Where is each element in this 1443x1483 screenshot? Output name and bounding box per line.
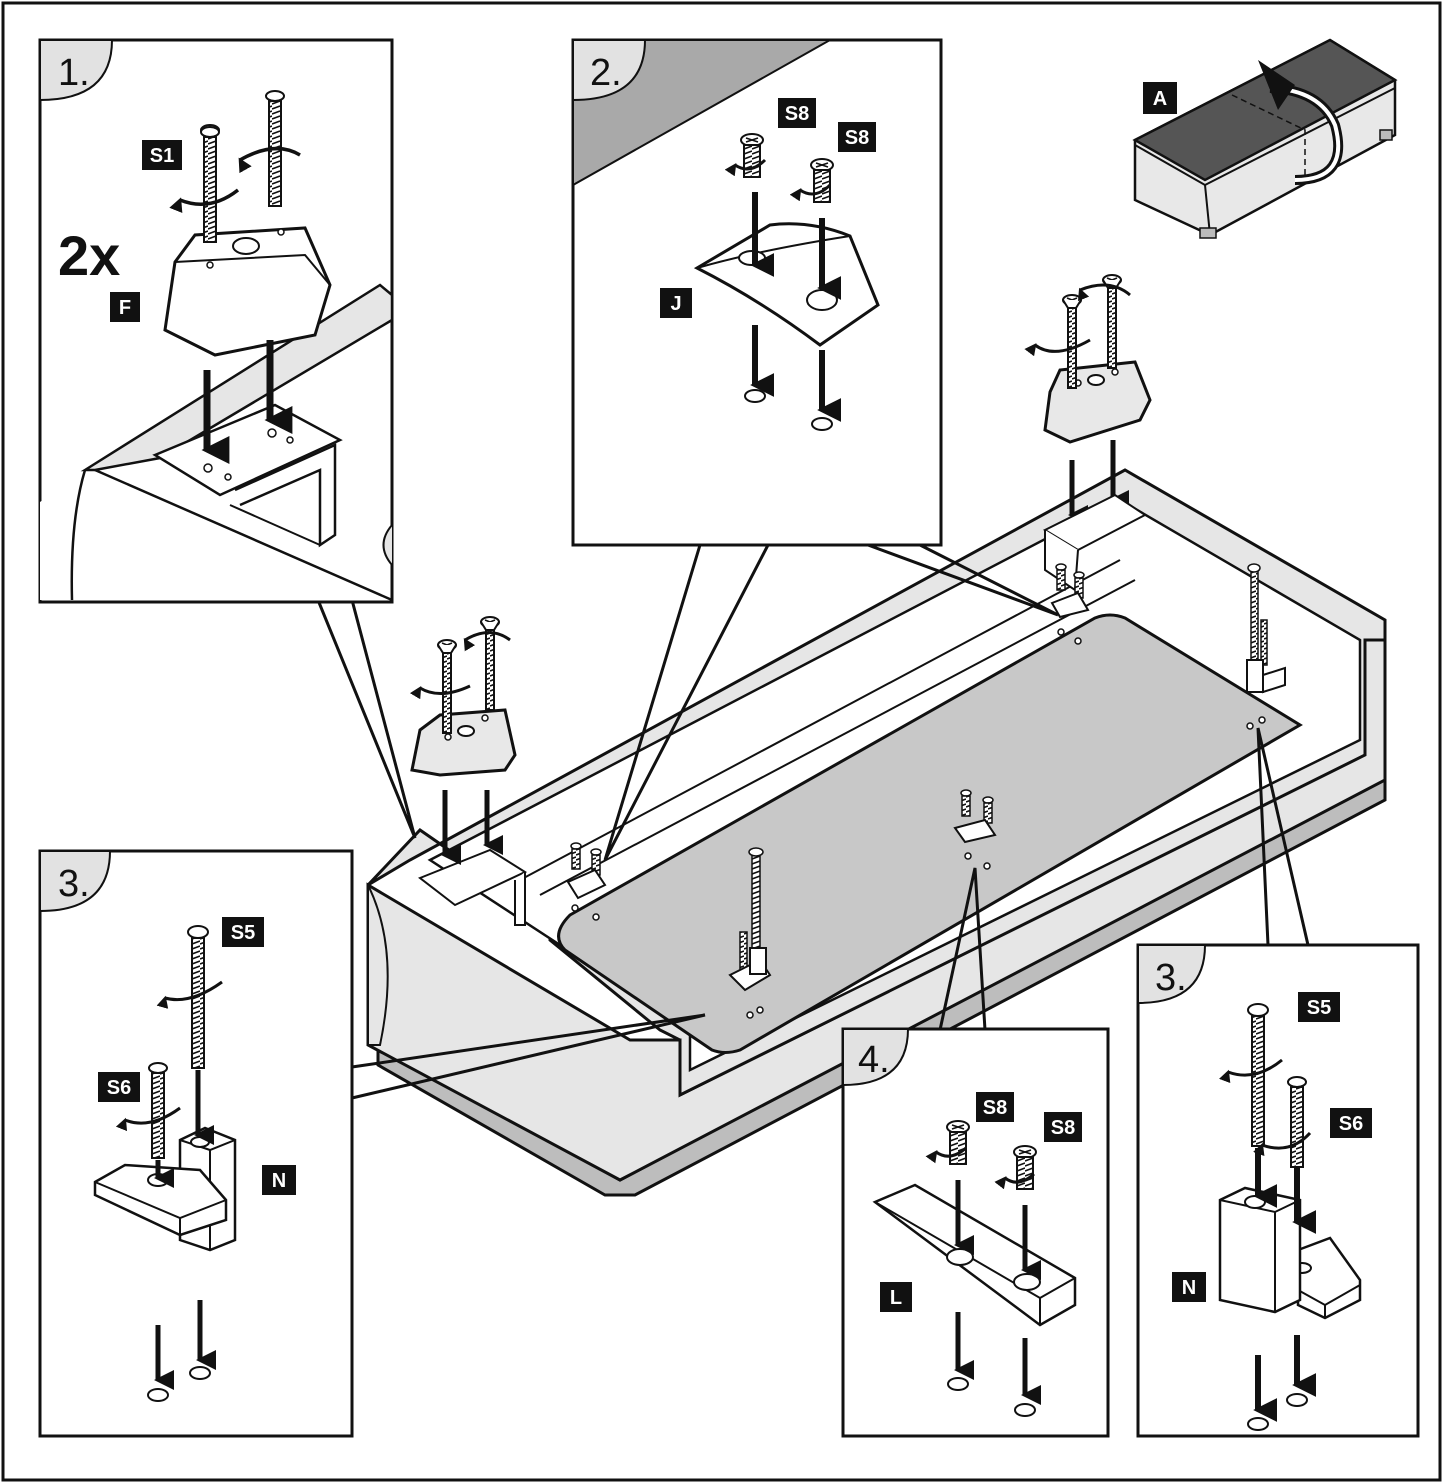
- item-a-flip-illustration: A: [1132, 38, 1398, 239]
- quantity-label: 2x: [58, 224, 120, 287]
- svg-text:A: A: [1153, 88, 1167, 110]
- svg-text:N: N: [272, 1170, 286, 1192]
- base-frame: [366, 468, 1387, 1197]
- part-label-l: [880, 1282, 912, 1312]
- step-2-number: 2.: [590, 52, 622, 94]
- part-label-a: [1143, 82, 1177, 114]
- callout-lines: [316, 543, 1310, 1100]
- svg-text:S5: S5: [1307, 997, 1331, 1019]
- svg-text:S5: S5: [231, 922, 255, 944]
- panel-step-4: 4. S8 S8 L: [841, 1027, 1110, 1438]
- part-label-n-left: [262, 1165, 296, 1195]
- svg-text:S8: S8: [845, 127, 869, 149]
- panel-step-1: 1. 2x S1 F: [38, 38, 394, 604]
- svg-text:S8: S8: [785, 103, 809, 125]
- part-label-f: [110, 292, 140, 322]
- panel-step-3-right: 3. S5 S6 N: [1136, 943, 1420, 1438]
- part-label-s8-d: [1044, 1112, 1082, 1142]
- svg-text:F: F: [119, 297, 131, 319]
- part-label-s6-right: [1330, 1108, 1372, 1138]
- foot-block-left: [409, 616, 528, 926]
- svg-text:L: L: [890, 1287, 902, 1309]
- part-label-s5-right: [1298, 992, 1340, 1022]
- svg-text:S8: S8: [983, 1097, 1007, 1119]
- foot-block-right: [1024, 274, 1152, 592]
- svg-text:N: N: [1182, 1277, 1196, 1299]
- part-label-s8-c: [976, 1092, 1014, 1122]
- step-3-right-number: 3.: [1155, 957, 1187, 999]
- svg-text:S6: S6: [107, 1077, 131, 1099]
- svg-text:S1: S1: [150, 145, 174, 167]
- step-1-number: 1.: [58, 52, 90, 94]
- step-4-number: 4.: [858, 1039, 890, 1081]
- part-label-s8-a: [778, 98, 816, 128]
- step-3-left-number: 3.: [58, 863, 90, 905]
- panel-step-2: 2. S8 S8 J: [571, 38, 943, 547]
- part-label-s1: [142, 140, 182, 170]
- part-label-j: [660, 288, 692, 318]
- part-label-s6-left: [98, 1072, 140, 1102]
- svg-text:S8: S8: [1051, 1117, 1075, 1139]
- svg-text:S6: S6: [1339, 1113, 1363, 1135]
- part-label-s8-b: [838, 122, 876, 152]
- part-label-s5-left: [222, 917, 264, 947]
- panel-step-3-left: 3. S5 S6 N: [38, 849, 354, 1438]
- part-label-n-right: [1172, 1272, 1206, 1302]
- small-brackets: [566, 563, 1286, 1019]
- svg-text:J: J: [670, 293, 681, 315]
